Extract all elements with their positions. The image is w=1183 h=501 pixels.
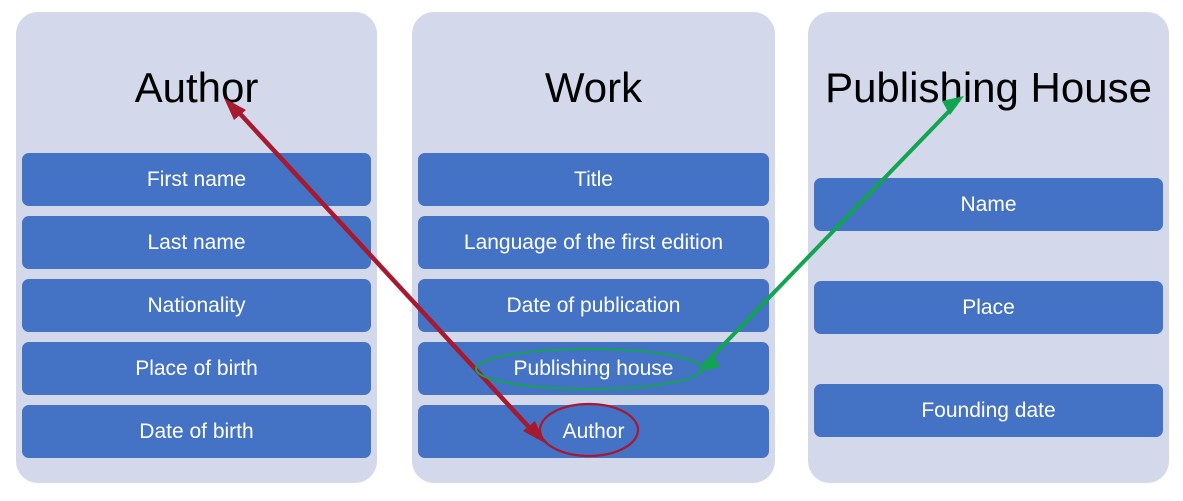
- attribute-publisher-founding-date[interactable]: Founding date: [814, 384, 1163, 437]
- attribute-author-date-of-birth[interactable]: Date of birth: [22, 405, 371, 458]
- attribute-work-author[interactable]: Author: [418, 405, 769, 458]
- entity-title-author: Author: [134, 64, 259, 111]
- attribute-author-nationality[interactable]: Nationality: [22, 279, 371, 332]
- attribute-work-date-of-publication[interactable]: Date of publication: [418, 279, 769, 332]
- entity-title-work: Work: [544, 64, 643, 111]
- attribute-publisher-name[interactable]: Name: [814, 178, 1163, 231]
- attribute-author-place-of-birth[interactable]: Place of birth: [22, 342, 371, 395]
- attribute-work-title[interactable]: Title: [418, 153, 769, 206]
- attribute-work-publishing-house[interactable]: Publishing house: [418, 342, 769, 395]
- attribute-author-last-name[interactable]: Last name: [22, 216, 371, 269]
- attribute-publisher-place[interactable]: Place: [814, 281, 1163, 334]
- attribute-work-language-first-edition[interactable]: Language of the first edition: [418, 216, 769, 269]
- entity-title-publishing-house: Publishing House: [825, 64, 1152, 111]
- attribute-author-first-name[interactable]: First name: [22, 153, 371, 206]
